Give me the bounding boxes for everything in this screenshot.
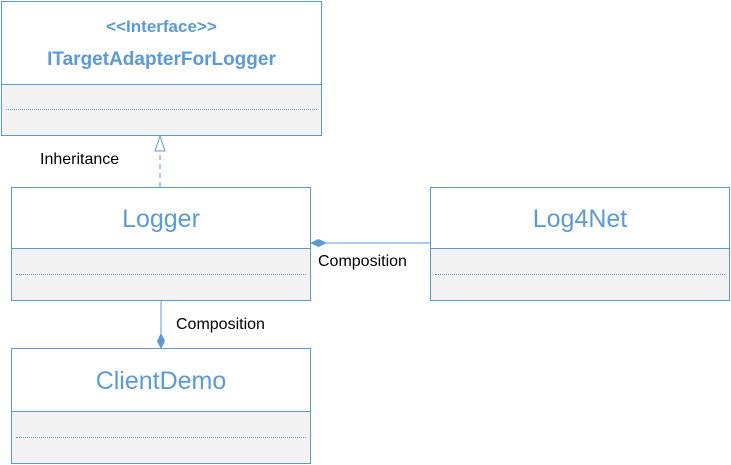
clientdemo-compartments xyxy=(12,411,310,463)
logger-header: Logger xyxy=(12,188,310,250)
logger-compartment-divider xyxy=(16,274,306,275)
clientdemo-box: ClientDemo xyxy=(11,348,311,464)
log4net-header: Log4Net xyxy=(431,188,729,250)
clientdemo-header: ClientDemo xyxy=(12,349,310,413)
interface-name: ITargetAdapterForLogger xyxy=(47,49,276,70)
interface-compartment-divider xyxy=(6,109,317,110)
logger-compartments xyxy=(12,248,310,300)
composition-log4net-label: Composition xyxy=(318,253,407,270)
interface-box: <<Interface>> ITargetAdapterForLogger xyxy=(1,1,322,136)
logger-name: Logger xyxy=(122,205,200,233)
composition-client-label: Composition xyxy=(176,316,265,333)
clientdemo-name: ClientDemo xyxy=(95,367,227,395)
inheritance-arrowhead xyxy=(154,134,166,152)
log4net-compartments xyxy=(431,248,729,300)
log4net-compartment-divider xyxy=(435,274,725,275)
composition-log4net-diamond xyxy=(309,238,328,248)
interface-stereotype: <<Interface>> xyxy=(106,17,217,36)
log4net-name: Log4Net xyxy=(532,205,628,233)
interface-compartments xyxy=(2,84,321,135)
log4net-box: Log4Net xyxy=(430,187,730,301)
composition-client-diamond xyxy=(156,332,166,350)
interface-header: <<Interface>> ITargetAdapterForLogger xyxy=(2,2,321,86)
inheritance-label: Inheritance xyxy=(40,151,120,168)
logger-box: Logger xyxy=(11,187,311,301)
clientdemo-compartment-divider xyxy=(16,437,306,438)
